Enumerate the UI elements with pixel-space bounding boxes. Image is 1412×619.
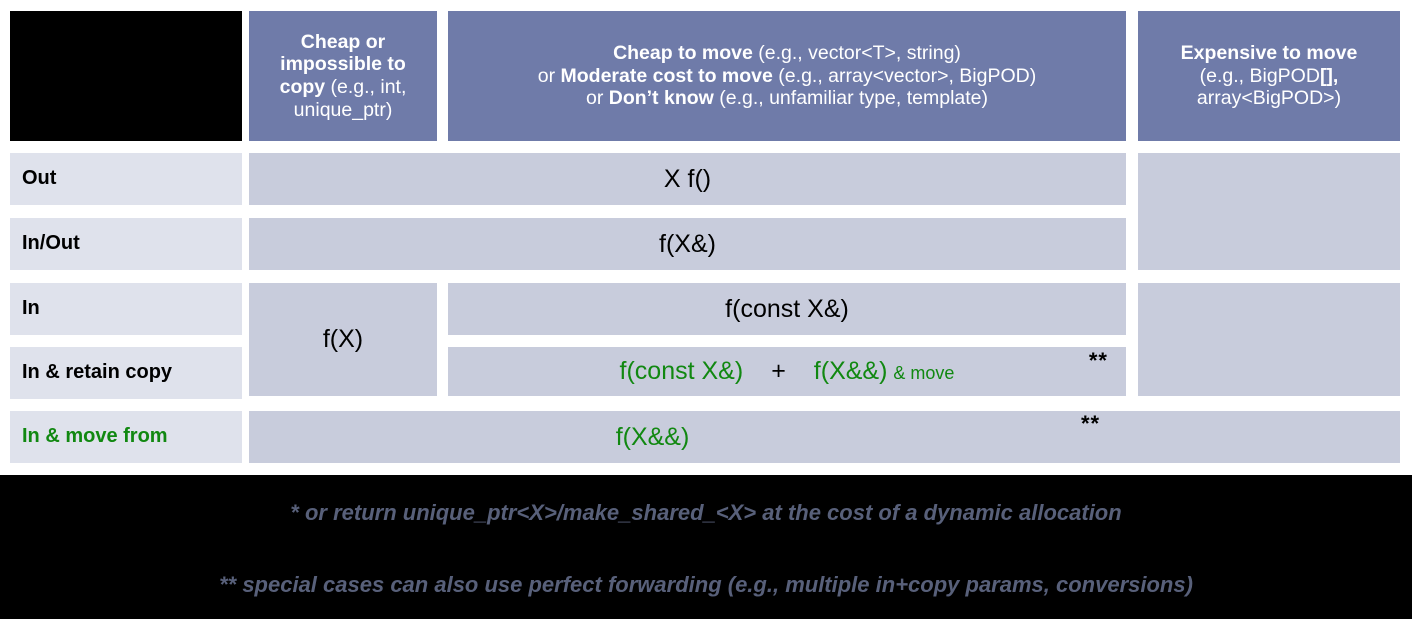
cell-in-const-ref: f(const X&) <box>448 283 1126 335</box>
row-label-in-move-from: In & move from <box>10 411 242 463</box>
cell-fx-value: f(X) <box>322 325 364 353</box>
row-label-in-move-from-text: In & move from <box>22 425 168 448</box>
footnote-marker-move-from: ** <box>1081 411 1101 436</box>
cell-out-value: X f() <box>663 164 712 193</box>
header-col3-line2: (e.g., BigPOD[], <box>1199 64 1339 87</box>
row-label-out-text: Out <box>22 167 57 190</box>
footnote-single-star: * or return unique_ptr<X>/make_shared_<X… <box>290 500 1122 525</box>
row-label-in-out: In/Out <box>10 218 242 270</box>
cell-in-retain-copy-expr: f(const X&) + f(X&&) & move <box>620 357 955 386</box>
cell-in-out-value: f(X&) <box>659 229 716 258</box>
expr-const-ref: f(const X&) <box>619 357 744 385</box>
cell-in-out-main: f(X&) <box>249 218 1126 270</box>
header-col-expensive-to-move: Expensive to move (e.g., BigPOD[], array… <box>1138 11 1400 141</box>
corner-black-box <box>10 11 242 141</box>
cell-out-expensive-blank <box>1138 153 1400 270</box>
cell-in-value: f(const X&) <box>725 294 849 323</box>
header-col-cheap-to-move: Cheap to move (e.g., vector<T>, string) … <box>448 11 1126 141</box>
expr-plus: + <box>771 357 786 385</box>
row-label-in-text: In <box>22 297 40 320</box>
row-label-in-retain-copy-text: In & retain copy <box>22 361 173 384</box>
row-label-in: In <box>10 283 242 335</box>
header-col2-line1: Cheap to move (e.g., vector<T>, string) <box>613 42 961 65</box>
footnote-black-band <box>0 475 1412 619</box>
cell-in-retain-copy-main: f(const X&) + f(X&&) & move ** <box>448 347 1126 396</box>
row-label-in-retain-copy: In & retain copy <box>10 347 242 399</box>
header-col3-line3: array<BigPOD>) <box>1196 87 1342 110</box>
header-col2-line3: or Don’t know (e.g., unfamiliar type, te… <box>585 87 989 110</box>
cell-out-main: X f() <box>249 153 1126 205</box>
header-col1-line4: unique_ptr) <box>293 98 393 121</box>
cell-in-move-from-value: f(X&&) <box>615 422 690 451</box>
cell-in-expensive-blank <box>1138 283 1400 396</box>
expr-and-move: & move <box>893 363 955 383</box>
header-col1-line1: Cheap or <box>300 30 386 53</box>
header-col3-line1: Expensive to move <box>1180 42 1358 65</box>
cell-in-cheap-copy-fx: f(X) <box>249 283 437 396</box>
footnote-marker-retain-copy: ** <box>1088 348 1108 373</box>
header-col-cheap-or-impossible-to-copy: Cheap or impossible to copy (e.g., int, … <box>249 11 437 141</box>
expr-rvalue-ref: f(X&&) <box>813 357 888 385</box>
header-col2-line2: or Moderate cost to move (e.g., array<ve… <box>537 64 1037 87</box>
header-col1-line2: impossible to <box>280 53 406 76</box>
row-label-in-out-text: In/Out <box>22 232 80 255</box>
row-label-out: Out <box>10 153 242 205</box>
cell-in-move-from-main: f(X&&) ** <box>249 411 1400 463</box>
footnote-double-star: ** special cases can also use perfect fo… <box>219 572 1193 597</box>
header-col1-line3: copy (e.g., int, <box>279 76 407 98</box>
